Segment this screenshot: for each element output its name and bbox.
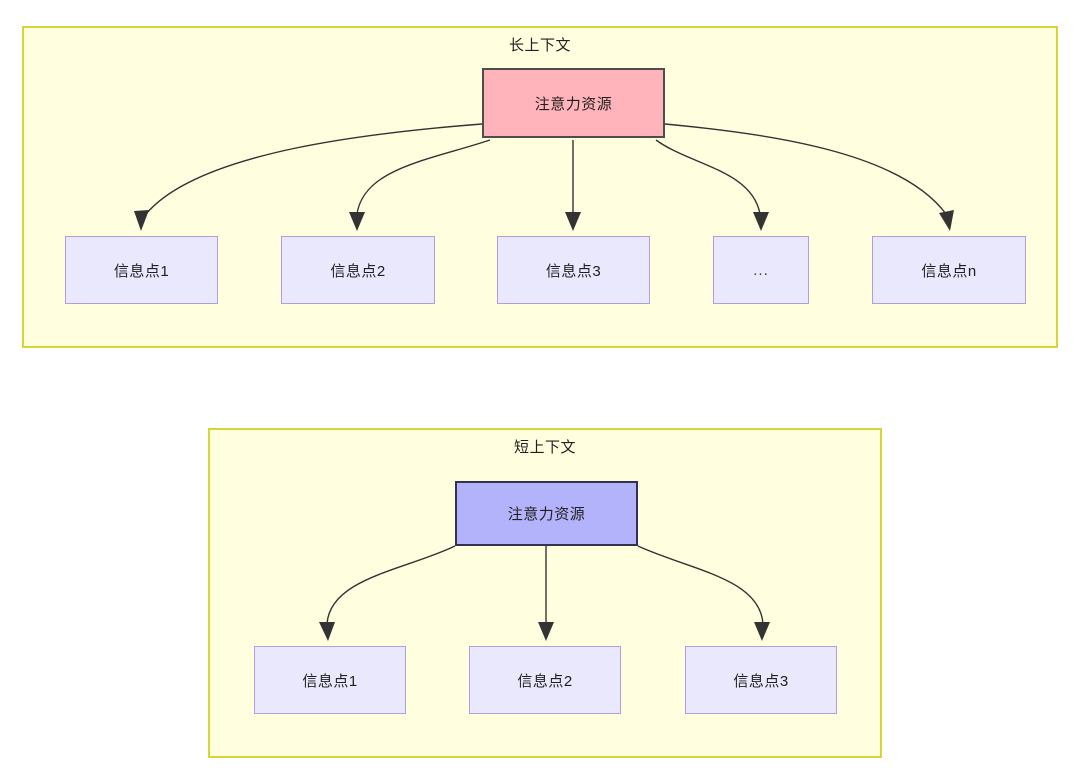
node-info-point-ellipsis[interactable]: ... bbox=[713, 236, 809, 304]
node-info-point-2[interactable]: 信息点2 bbox=[281, 236, 435, 304]
node-info-point-3[interactable]: 信息点3 bbox=[497, 236, 650, 304]
group-short-context-title: 短上下文 bbox=[513, 439, 576, 456]
node-attention-resource-long[interactable]: 注意力资源 bbox=[482, 68, 665, 138]
node-info-point-1[interactable]: 信息点1 bbox=[65, 236, 218, 304]
node-short-info-point-3[interactable]: 信息点3 bbox=[685, 646, 837, 714]
node-info-point-n[interactable]: 信息点n bbox=[872, 236, 1026, 304]
node-short-info-point-2[interactable]: 信息点2 bbox=[469, 646, 621, 714]
group-long-context-title: 长上下文 bbox=[508, 37, 571, 54]
node-attention-resource-short[interactable]: 注意力资源 bbox=[455, 481, 638, 546]
node-short-info-point-1[interactable]: 信息点1 bbox=[254, 646, 406, 714]
